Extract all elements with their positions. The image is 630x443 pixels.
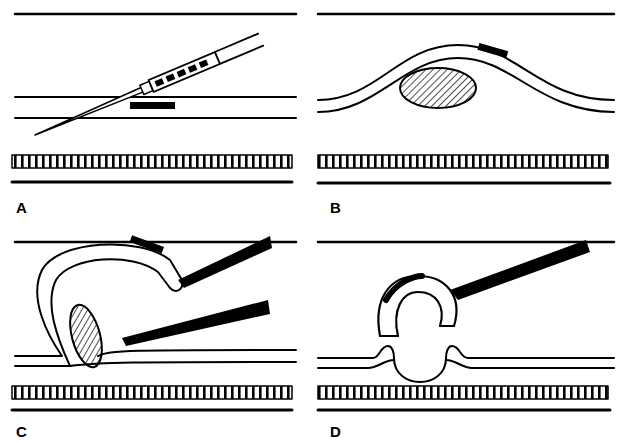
panel-b (318, 14, 614, 183)
panel-letter: A (16, 200, 27, 215)
panel-c (12, 235, 296, 410)
panel-letter: C (16, 424, 27, 439)
panel-d (318, 240, 614, 410)
panel-a (12, 14, 296, 182)
panel-letter: B (330, 200, 341, 215)
panel-letter: D (330, 424, 341, 439)
